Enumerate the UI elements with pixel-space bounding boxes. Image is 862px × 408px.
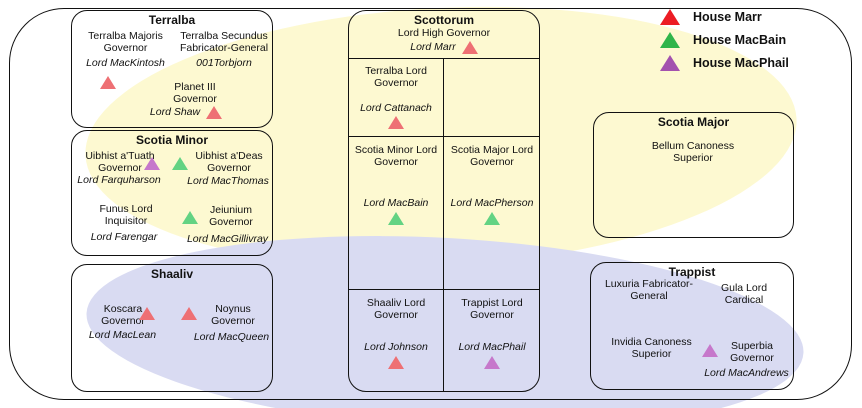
scotia-minor-jeiunium-role: Jeiunium Governor	[209, 204, 253, 229]
shaaliv-title: Shaaliv	[150, 267, 194, 281]
house-macbain-triangle-icon	[388, 212, 404, 225]
house-marr-triangle-icon	[181, 307, 197, 320]
scottorum-high-governor-row: Lord Marr	[349, 41, 539, 54]
terralba-planet3-role: Planet III Governor	[173, 81, 217, 106]
scotia-minor-tuath-role: Uibhist a'Tuath Governor	[85, 150, 155, 175]
trappist-gula-role: Gula Lord Cardical	[720, 282, 768, 307]
terralba-majoris-role: Terralba Majoris Governor	[88, 30, 163, 55]
terralba-secundus-role: Terralba Secundus Fabricator-General	[179, 30, 269, 55]
house-macphail-triangle-icon	[702, 344, 718, 357]
scotia-minor-funus-role: Funus Lord Inquisitor	[99, 203, 153, 228]
house-marr-triangle-icon	[388, 356, 404, 369]
house-marr-triangle-icon	[206, 106, 223, 119]
scotia-minor-funus-name: Lord Farengar	[90, 231, 158, 243]
table-divider	[349, 136, 539, 137]
house-marr-triangle-icon	[139, 307, 155, 320]
scottorum-scotia-minor-role: Scotia Minor Lord Governor	[354, 144, 438, 169]
terralba-majoris-name: Lord MacKintosh	[86, 57, 165, 69]
trappist-box: Trappist Luxuria Fabricator-General Gula…	[590, 262, 794, 390]
terralba-planet3-name: Lord Shaw	[149, 106, 201, 119]
house-marr-triangle-icon	[388, 116, 404, 129]
scottorum-title: Scottorum	[414, 13, 474, 27]
scottorum-scotia-minor-name: Lord MacBain	[363, 197, 429, 209]
scottorum-trappist-name: Lord MacPhail	[458, 341, 526, 353]
scottorum-shaaliv-name: Lord Johnson	[364, 341, 428, 353]
house-marr-triangle-icon	[100, 76, 116, 89]
legend-item-house-macphail: House MacPhail	[660, 55, 789, 71]
house-macphail-triangle-icon	[144, 157, 160, 170]
shaaliv-noynus-name: Lord MacQueen	[193, 331, 270, 343]
scotia-minor-box: Scotia Minor Uibhist a'Tuath Governor Ui…	[71, 130, 273, 256]
scottorum-high-governor-name: Lord Marr	[410, 41, 456, 54]
scotia-minor-jeiunium-name: Lord MacGillivray	[186, 233, 269, 245]
house-macbain-triangle-icon	[484, 212, 500, 225]
terralba-secundus-name: 001Torbjorn	[196, 57, 252, 69]
table-divider	[443, 58, 444, 391]
terralba-box: Terralba Terralba Majoris Governor Lord …	[71, 10, 273, 128]
trappist-superbia-name: Lord MacAndrews	[704, 367, 789, 379]
scotia-major-bellum-role: Bellum Canoness Superior	[651, 140, 735, 165]
shaaliv-koscara-role: Koscara Governor	[101, 303, 145, 328]
legend: House Marr House MacBain House MacPhail	[660, 9, 789, 78]
house-macphail-triangle-icon	[660, 55, 680, 71]
scottorum-shaaliv-role: Shaaliv Lord Governor	[366, 297, 426, 322]
scottorum-scotia-major-name: Lord MacPherson	[450, 197, 534, 209]
house-macphail-triangle-icon	[484, 356, 500, 369]
scotia-major-title: Scotia Major	[657, 115, 730, 129]
terralba-planet3-row: Lord Shaw	[146, 106, 226, 119]
legend-label: House MacBain	[693, 33, 787, 47]
scotia-minor-deas-role: Uibhist a'Deas Governor	[195, 150, 263, 175]
house-macbain-triangle-icon	[660, 32, 680, 48]
scottorum-trappist-role: Trappist Lord Governor	[461, 297, 523, 322]
scotia-minor-tuath-name: Lord Farquharson	[77, 174, 161, 186]
house-macbain-triangle-icon	[172, 157, 188, 170]
table-divider	[349, 58, 539, 59]
house-marr-triangle-icon	[660, 9, 680, 25]
shaaliv-box: Shaaliv Koscara Governor Noynus Governor…	[71, 264, 273, 392]
table-divider	[349, 289, 539, 290]
scotia-minor-deas-name: Lord MacThomas	[187, 175, 269, 187]
scottorum-box: Scottorum Lord High Governor Lord Marr T…	[348, 10, 540, 392]
shaaliv-koscara-name: Lord MacLean	[88, 329, 157, 341]
scottorum-high-governor-role: Lord High Governor	[397, 27, 491, 39]
trappist-luxuria-role: Luxuria Fabricator-General	[604, 278, 694, 303]
scottorum-terralba-role: Terralba Lord Governor	[365, 65, 427, 90]
scottorum-scotia-major-role: Scotia Major Lord Governor	[450, 144, 534, 169]
legend-item-house-macbain: House MacBain	[660, 32, 789, 48]
house-macbain-triangle-icon	[182, 211, 198, 224]
terralba-title: Terralba	[148, 13, 196, 27]
shaaliv-noynus-role: Noynus Governor	[211, 303, 255, 328]
scotia-major-box: Scotia Major Bellum Canoness Superior	[593, 112, 794, 238]
legend-label: House Marr	[693, 10, 762, 24]
legend-label: House MacPhail	[693, 56, 789, 70]
scottorum-terralba-name: Lord Cattanach	[360, 102, 432, 114]
legend-item-house-marr: House Marr	[660, 9, 789, 25]
trappist-title: Trappist	[668, 265, 716, 279]
outer-boundary	[9, 8, 852, 400]
scotia-minor-title: Scotia Minor	[135, 133, 208, 147]
trappist-superbia-role: Superbia Governor	[730, 340, 774, 365]
trappist-invidia-role: Invidia Canoness Superior	[611, 336, 692, 361]
house-marr-triangle-icon	[461, 41, 478, 54]
